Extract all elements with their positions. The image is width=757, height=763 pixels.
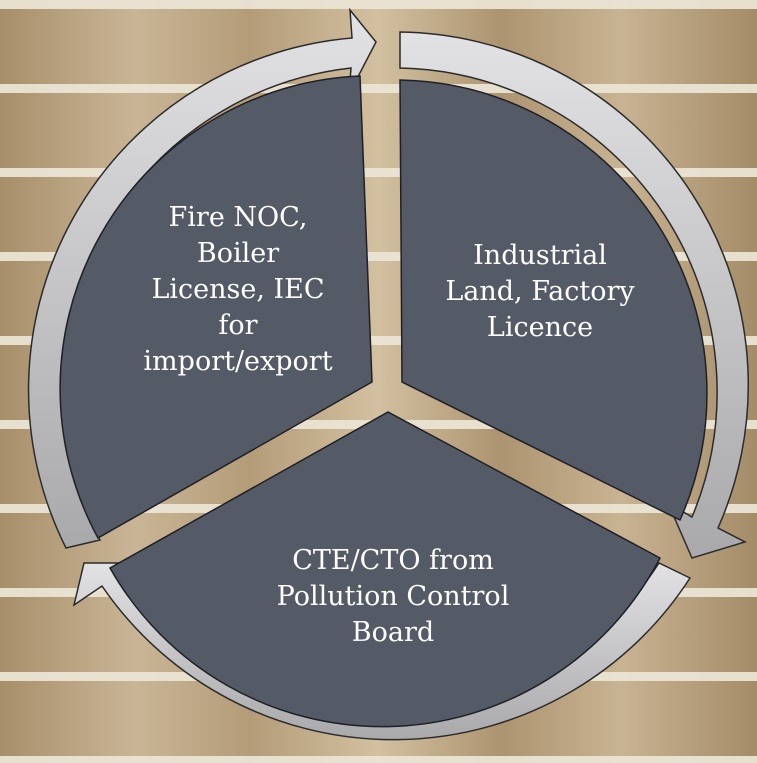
segment-label-line: for [218,310,257,341]
segment-label-line: Fire NOC, [169,202,308,233]
segment-industrial-land [399,79,708,522]
segment-label-line: CTE/CTO from [292,545,494,576]
segment-label-line: import/export [143,346,332,377]
segment-label-line: Pollution Control [277,581,510,612]
cycle-arrow-top-right [399,31,749,559]
segment-label-line: Industrial [473,240,607,271]
segment-pollution-control [108,411,662,728]
segment-fire-noc [59,75,373,540]
segment-label-line: Boiler [197,238,279,269]
segment-label-line: License, IEC [151,274,324,305]
segment-label-line: Licence [487,312,593,343]
segment-label-line: Land, Factory [445,276,635,307]
segment-label-line: Board [352,617,434,648]
